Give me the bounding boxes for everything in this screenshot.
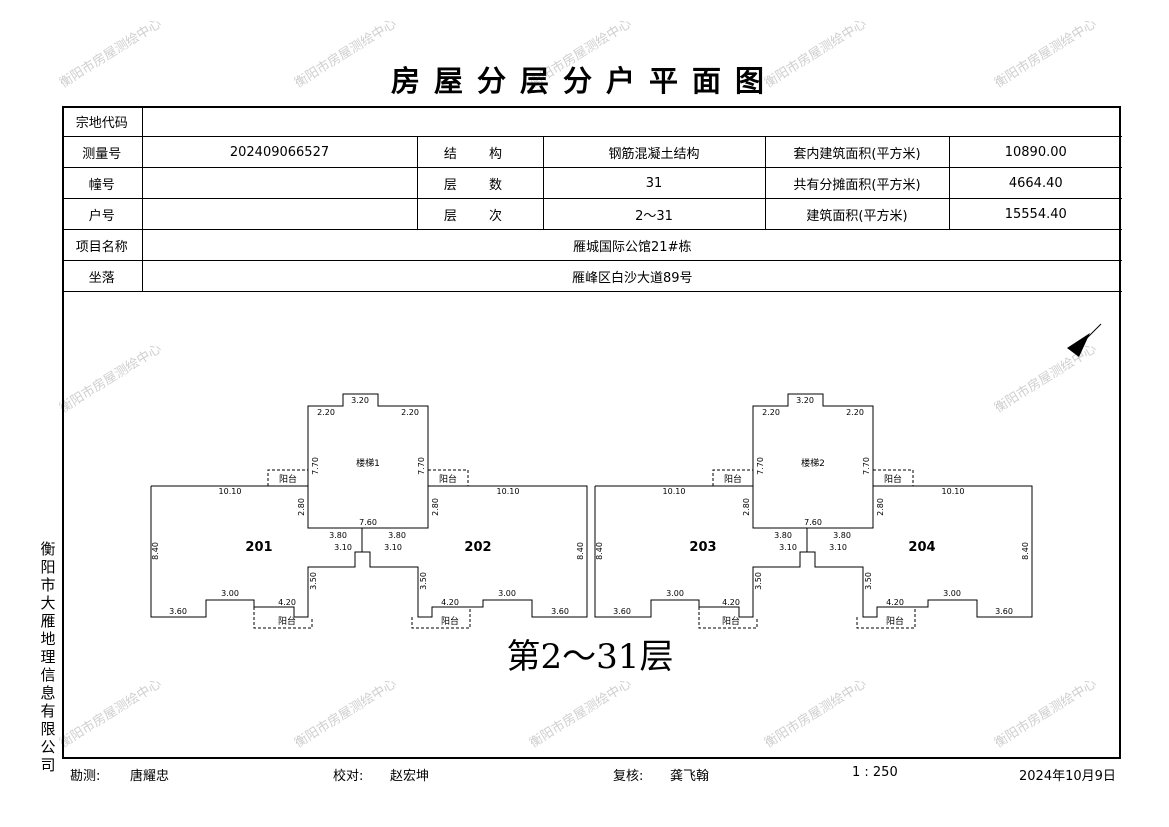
- dim-label: 10.10: [219, 487, 242, 496]
- dim-label: 3.00: [943, 589, 961, 598]
- dim-label: 10.10: [663, 487, 686, 496]
- dim-label: 10.10: [942, 487, 965, 496]
- stair-label: 楼梯2: [801, 457, 825, 469]
- balcony-label: 阳台: [441, 615, 459, 627]
- balcony-label: 阳台: [884, 473, 902, 485]
- survey-no-value: 202409066527: [141, 136, 418, 168]
- location-value: 雁峰区白沙大道89号: [141, 260, 1122, 292]
- building-value: [141, 167, 418, 199]
- balcony-label: 阳台: [886, 615, 904, 627]
- dim-label: 3.00: [221, 589, 239, 598]
- page-title: 房屋分层分户平面图: [390, 64, 778, 98]
- dim-label: 7.70: [756, 457, 765, 475]
- balcony-label: 阳台: [722, 615, 740, 627]
- dim-label: 3.60: [551, 607, 569, 616]
- total-area-label: 建筑面积(平方米): [764, 198, 950, 230]
- dim-label: 3.20: [796, 396, 814, 405]
- dim-label: 3.10: [384, 543, 402, 552]
- dim-label: 3.50: [309, 572, 318, 590]
- table-row: 坐落 雁峰区白沙大道89号: [62, 260, 1122, 292]
- dim-label: 8.40: [1021, 542, 1030, 560]
- checker-name: 赵宏坤: [390, 769, 430, 784]
- dim-label: 3.50: [754, 572, 763, 590]
- inner-area-value: 10890.00: [948, 136, 1122, 168]
- dim-label: 2.80: [431, 498, 440, 516]
- location-label: 坐落: [62, 260, 143, 292]
- dim-label: 3.20: [351, 396, 369, 405]
- dim-label: 2.20: [317, 408, 335, 417]
- dim-label: 3.50: [864, 572, 873, 590]
- dim-label: 3.80: [388, 531, 406, 540]
- date-value: 2024年10月9日: [1019, 769, 1116, 784]
- dim-label: 8.40: [595, 542, 604, 560]
- zongdi-label: 宗地代码: [62, 106, 143, 137]
- dim-label: 10.10: [497, 487, 520, 496]
- info-table: 宗地代码 测量号 202409066527 结 构 钢筋混凝土结构 套内建筑面积…: [62, 106, 1122, 292]
- dim-label: 2.80: [297, 498, 306, 516]
- unit-label: 201: [245, 540, 272, 555]
- dim-label: 3.80: [833, 531, 851, 540]
- floor-caption: 第2～31层: [507, 637, 674, 677]
- dim-label: 2.80: [742, 498, 751, 516]
- reviewer-name: 龚飞翰: [670, 769, 710, 784]
- dim-label: 3.80: [774, 531, 792, 540]
- project-value: 雁城国际公馆21#栋: [141, 229, 1122, 261]
- scale-value: 1 : 250: [852, 765, 898, 780]
- dim-label: 3.00: [498, 589, 516, 598]
- balcony-label: 阳台: [279, 473, 297, 485]
- north-arrow-icon: [1067, 323, 1102, 357]
- dim-label: 4.20: [886, 598, 904, 607]
- structure-label: 结 构: [416, 136, 544, 168]
- building-left: [150, 393, 588, 629]
- dim-label: 7.60: [359, 518, 377, 527]
- surveyor-name: 唐耀忠: [130, 769, 170, 784]
- table-row: 项目名称 雁城国际公馆21#栋: [62, 229, 1122, 261]
- balcony-label: 阳台: [278, 615, 296, 627]
- unit-label: 204: [908, 540, 935, 555]
- dim-label: 4.20: [441, 598, 459, 607]
- dim-label: 2.80: [876, 498, 885, 516]
- dim-label: 4.20: [278, 598, 296, 607]
- dim-label: 8.40: [151, 542, 160, 560]
- dim-label: 2.20: [401, 408, 419, 417]
- table-row: 幢号 层 数 31 共有分摊面积(平方米) 4664.40: [62, 167, 1122, 199]
- table-row: 户号 层 次 2～31 建筑面积(平方米) 15554.40: [62, 198, 1122, 230]
- dim-label: 3.60: [995, 607, 1013, 616]
- balcony-label: 阳台: [724, 473, 742, 485]
- review-label: 复核:: [613, 769, 644, 784]
- unit-label: 203: [689, 540, 716, 555]
- dim-label: 2.20: [762, 408, 780, 417]
- dim-label: 3.00: [666, 589, 684, 598]
- dim-label: 3.80: [329, 531, 347, 540]
- dim-label: 3.50: [419, 572, 428, 590]
- dim-label: 3.10: [829, 543, 847, 552]
- dim-label: 3.10: [334, 543, 352, 552]
- dim-label: 3.60: [169, 607, 187, 616]
- company-name: 衡阳市大雁地理信息有限公司: [40, 540, 56, 774]
- dim-label: 7.70: [862, 457, 871, 475]
- project-label: 项目名称: [62, 229, 143, 261]
- dim-label: 8.40: [576, 542, 585, 560]
- shared-area-label: 共有分摊面积(平方米): [764, 167, 950, 199]
- dim-label: 7.70: [311, 457, 320, 475]
- structure-value: 钢筋混凝土结构: [542, 136, 766, 168]
- survey-label: 勘测:: [70, 769, 101, 784]
- building-right: [594, 393, 1033, 629]
- balcony-label: 阳台: [439, 473, 457, 485]
- dim-label: 7.60: [804, 518, 822, 527]
- dim-label: 3.10: [779, 543, 797, 552]
- dim-label: 4.20: [722, 598, 740, 607]
- stair-label: 楼梯1: [356, 457, 380, 469]
- dim-label: 7.70: [417, 457, 426, 475]
- unit-label: 202: [464, 540, 491, 555]
- floor-range-label: 层 次: [416, 198, 544, 230]
- dim-label: 2.20: [846, 408, 864, 417]
- dim-label: 3.60: [613, 607, 631, 616]
- check-label: 校对:: [333, 769, 364, 784]
